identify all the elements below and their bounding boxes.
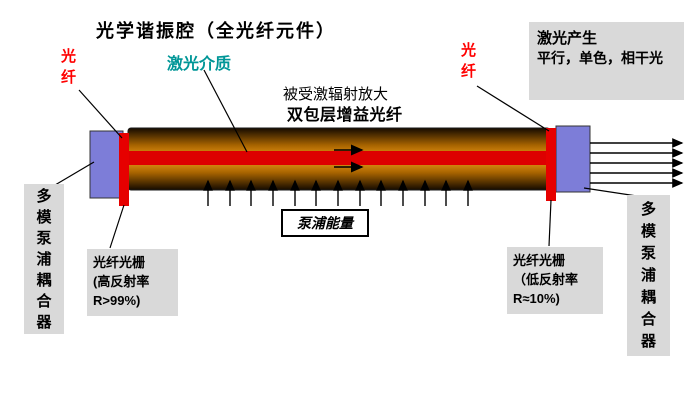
leader-laser-medium [203, 69, 248, 153]
diagram-title: 光学谐振腔（全光纤元件） [96, 21, 336, 41]
leader-grating-left [109, 204, 125, 249]
grating-right-bar [546, 128, 556, 201]
laser-output-callout: 激光产生 平行，单色，相干光 [529, 22, 684, 100]
leader-coupler-right [583, 187, 638, 197]
intracavity-arrows-icon [334, 144, 364, 173]
leader-coupler-left [49, 161, 95, 189]
pump-coupler-left-label: 多 模 泵 浦 耦 合 器 [24, 184, 64, 334]
fiber-label-right: 光 纤 [461, 42, 477, 80]
laser-medium-label: 激光介质 [167, 56, 232, 73]
laser-output-arrows-icon [590, 138, 684, 188]
leader-lines [49, 69, 638, 249]
leader-fiber-left [78, 89, 123, 139]
grating-left-bar [119, 133, 129, 206]
pump-arrows-icon [203, 179, 473, 206]
fiber-core [122, 151, 556, 165]
fiber-label-left: 光 纤 [61, 48, 77, 86]
amplified-label: 被受激辐射放大 [283, 86, 389, 103]
gain-fiber-label: 双包层增益光纤 [287, 107, 403, 124]
leader-fiber-right [476, 85, 550, 132]
laser-output-desc: 平行，单色，相干光 [537, 50, 663, 66]
grating-left-label: 光纤光栅 (高反射率 R>99%) [87, 249, 178, 316]
laser-output-title: 激光产生 [537, 30, 598, 47]
pump-coupler-right-block [555, 125, 591, 193]
leader-grating-right [548, 199, 552, 247]
pump-energy-callout: 泵浦能量 [281, 209, 369, 237]
pump-coupler-right-label: 多 模 泵 浦 耦 合 器 [627, 195, 670, 356]
grating-right-label: 光纤光栅 （低反射率 R≈10%) [507, 247, 603, 314]
pump-coupler-left-block [89, 130, 124, 199]
